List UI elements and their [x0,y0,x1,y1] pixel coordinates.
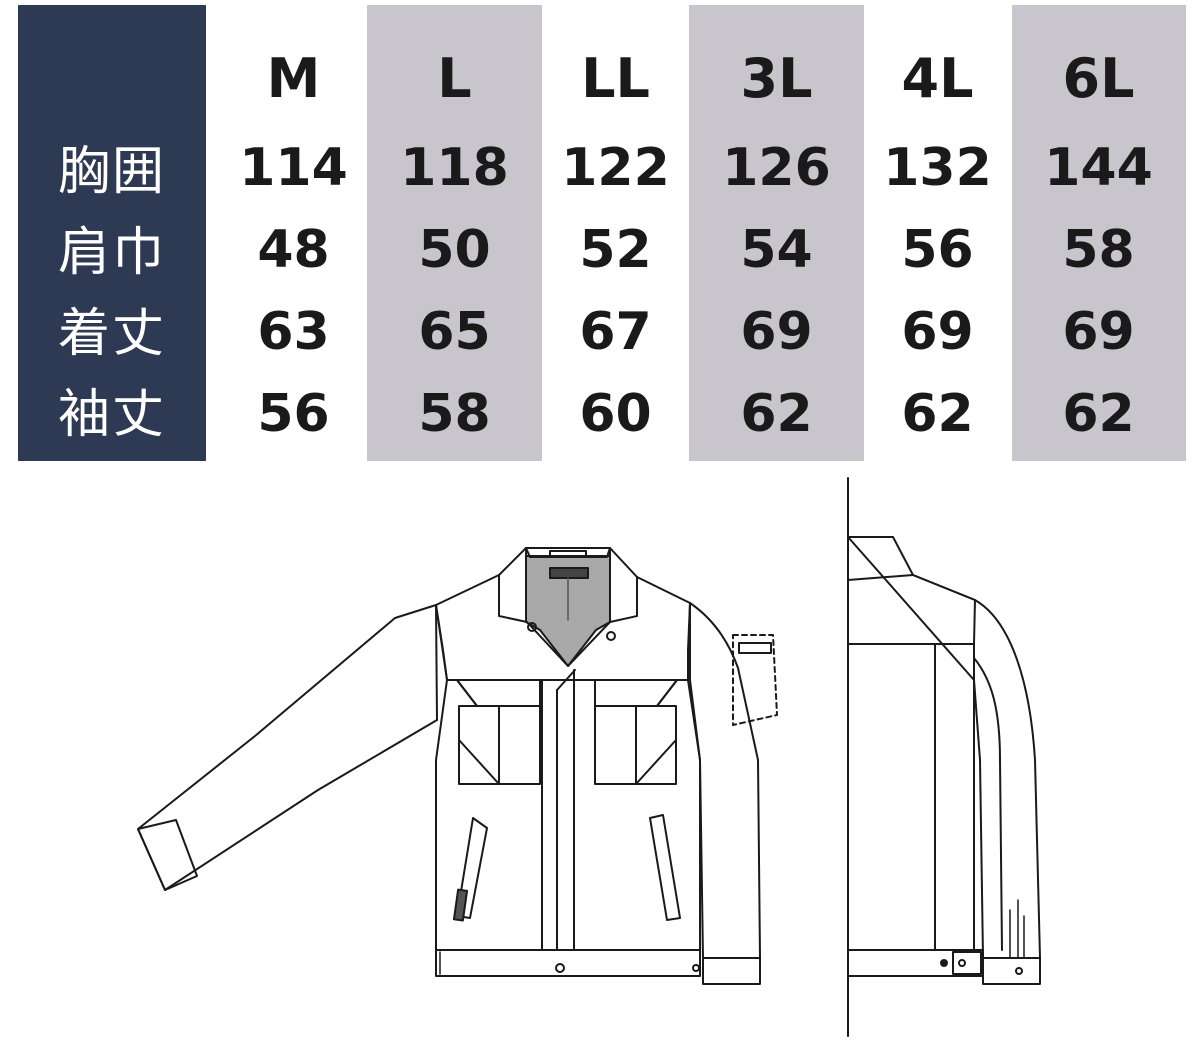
size-value: 56 [901,220,974,280]
size-value: 52 [579,220,652,280]
size-value: 118 [400,138,509,198]
size-value: 69 [1062,302,1135,362]
size-value: 114 [239,138,348,198]
row-label: 肩巾 [57,223,166,283]
jacket-front-view [137,547,778,985]
size-value: 62 [901,384,974,444]
column-shade-6l [1012,5,1186,461]
column-shade-3l [689,5,864,461]
size-value: 62 [740,384,813,444]
jacket-illustration [137,477,1041,1037]
size-value: 50 [418,220,491,280]
size-header: L [437,47,472,110]
size-value: 60 [579,384,652,444]
size-value: 126 [722,138,831,198]
size-header: LL [581,47,650,110]
row-label-column [18,5,206,461]
row-label: 胸囲 [57,142,166,202]
size-value: 63 [257,302,330,362]
row-label: 着丈 [57,304,166,364]
size-value: 67 [579,302,652,362]
size-value: 58 [1062,220,1135,280]
size-value: 62 [1062,384,1135,444]
size-value: 56 [257,384,330,444]
row-label: 袖丈 [57,385,166,445]
size-value: 144 [1044,138,1153,198]
size-header: 4L [901,47,974,110]
size-value: 54 [740,220,813,280]
size-value: 58 [418,384,491,444]
size-header: 3L [740,47,813,110]
size-value: 69 [740,302,813,362]
size-value: 48 [257,220,330,280]
size-header: 6L [1062,47,1135,110]
size-header: M [266,47,321,110]
column-shade-l [367,5,542,461]
size-value: 65 [418,302,491,362]
size-value: 69 [901,302,974,362]
size-value: 122 [561,138,670,198]
size-value: 132 [883,138,992,198]
jacket-back-view [847,536,1041,985]
